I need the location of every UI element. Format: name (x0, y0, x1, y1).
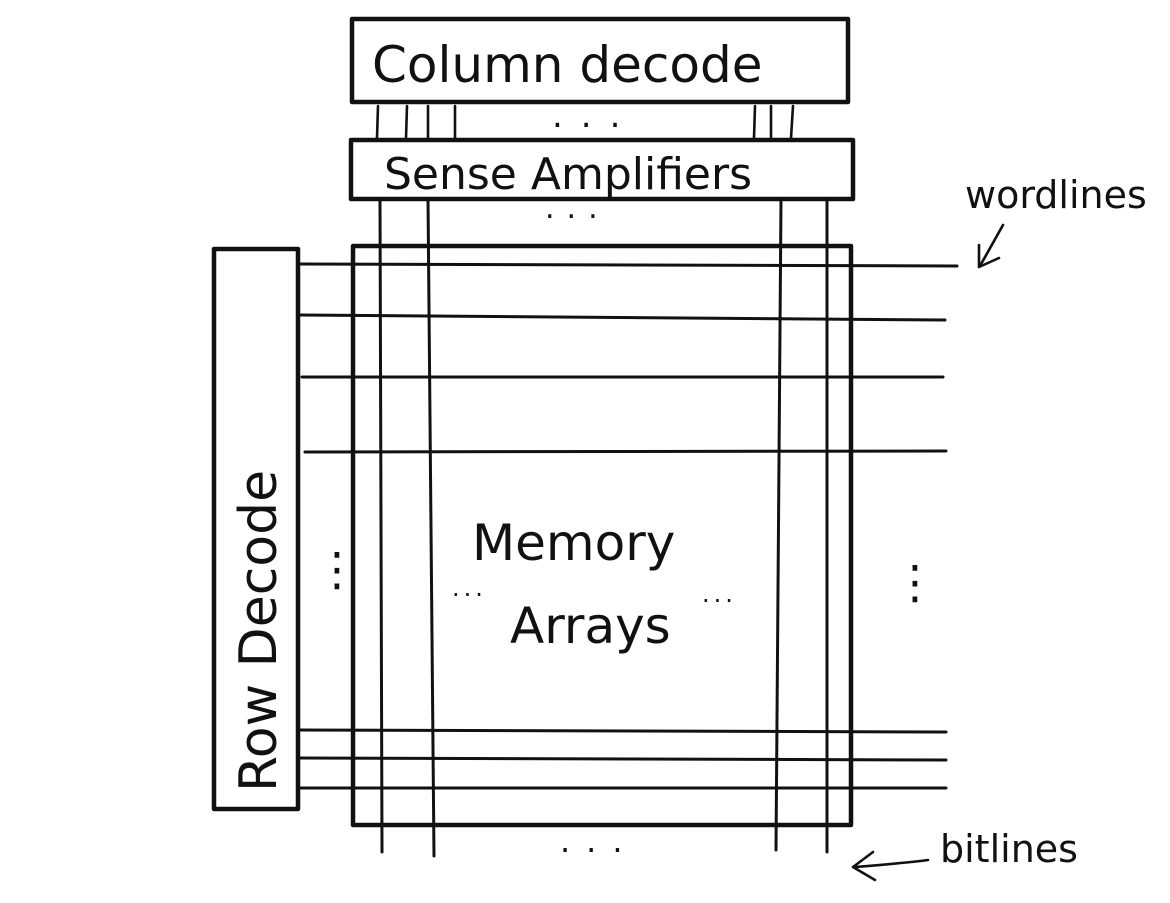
bitlines-label: bitlines (940, 827, 1078, 871)
row-decode-block: Row Decode (211, 246, 301, 812)
wordline (298, 313, 947, 322)
bitlines-annotation: bitlines (851, 827, 1078, 882)
row-decode-box (211, 246, 301, 812)
wordline (296, 756, 948, 762)
wordline (296, 728, 948, 734)
memory-label: Memory (472, 514, 675, 572)
row-decode-label: Row Decode (229, 470, 289, 792)
bitlines-arrow-icon (851, 850, 877, 882)
connection-line (789, 104, 795, 140)
arrays-label: Arrays (510, 597, 671, 655)
wordline (303, 449, 948, 454)
column-decode-label: Column decode (372, 36, 762, 94)
wordlines-label: wordlines (965, 173, 1147, 217)
bitlines-arrow-shaft (854, 858, 930, 869)
column-decode-box (349, 16, 851, 105)
bitline (774, 197, 783, 852)
sense-amplifiers-label: Sense Amplifiers (384, 149, 752, 200)
connection-ellipsis: ... (552, 96, 638, 136)
bitline (426, 197, 436, 858)
column-to-sense-connections: ... (375, 96, 795, 140)
wordlines (296, 262, 959, 790)
array-left-ellipsis: ... (452, 574, 487, 602)
sense-amplifiers-block: Sense Amplifiers ... (348, 137, 856, 226)
memory-array-box (350, 243, 854, 828)
wordline (298, 262, 959, 268)
wordlines-arrow-shaft (978, 223, 1005, 268)
column-decode-block: Column decode (349, 16, 851, 105)
wordlines-annotation: wordlines (965, 173, 1147, 269)
wordlines-arrow-icon (977, 243, 1001, 269)
right-vertical-ellipsis: ⋮ (892, 555, 938, 609)
array-right-ellipsis: ... (702, 580, 737, 608)
memory-arrays-label-group: Memory Arrays ... ... (452, 514, 737, 655)
connection-line (375, 104, 380, 140)
left-vertical-ellipsis: ⋮ (314, 542, 360, 596)
bitline (378, 197, 384, 854)
sense-ellipsis: ... (545, 191, 610, 226)
bitline-ellipsis: ... (560, 822, 639, 860)
connection-line (404, 104, 409, 140)
sense-amplifiers-box (348, 137, 856, 202)
connection-line (752, 104, 757, 140)
bitlines (378, 197, 829, 858)
